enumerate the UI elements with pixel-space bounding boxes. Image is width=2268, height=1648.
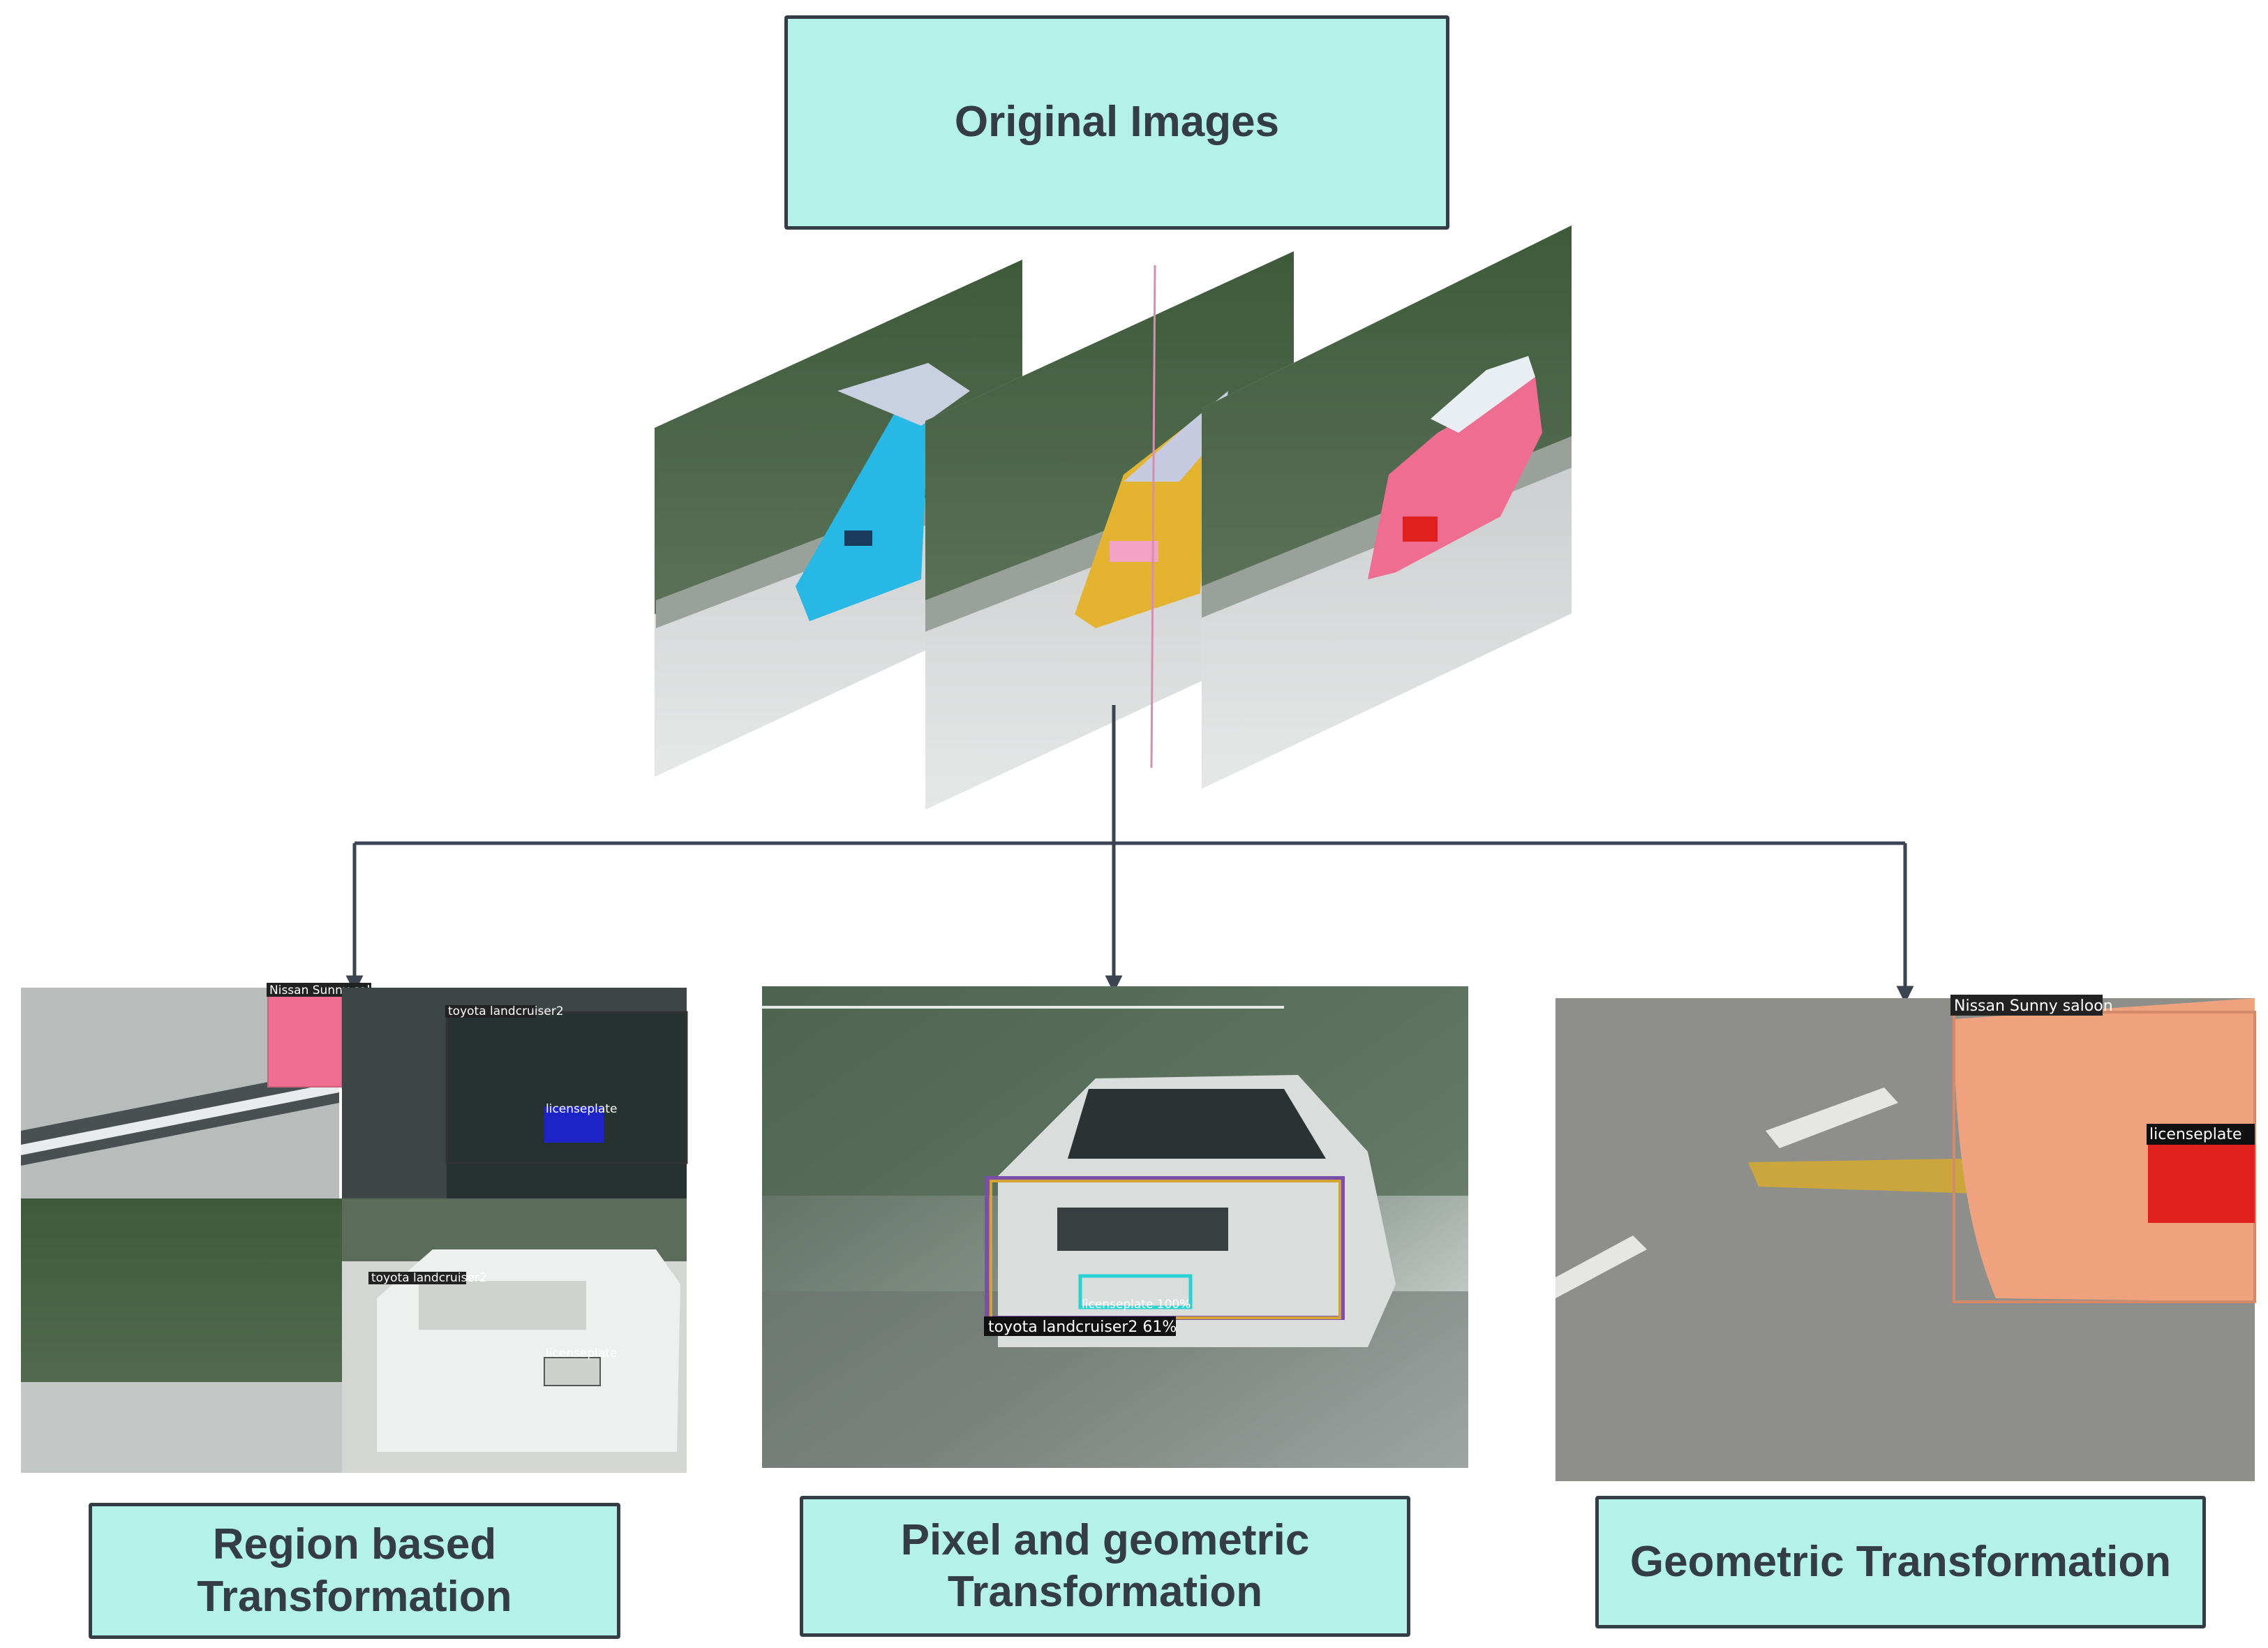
mosaic-car-mask-pink <box>268 988 342 1087</box>
connector-tree <box>345 705 1914 1004</box>
region-label-line2: Transformation <box>197 1572 512 1621</box>
geo-car-label: Nissan Sunny saloon <box>1954 997 2113 1015</box>
original-images-box: Original Images <box>784 15 1449 230</box>
region-label-line1: Region based <box>212 1520 497 1569</box>
pixel-transform-image: toyota landcruiser2 61% licenseplate 100… <box>762 986 1468 1468</box>
geo-car-mask-orange <box>1954 998 2255 1302</box>
geo-plate-label: licenseplate <box>2149 1126 2242 1143</box>
pixel-plate-label: licenseplate 100% <box>1082 1298 1191 1312</box>
mosaic-plate-label-2: licenseplate <box>546 1346 617 1360</box>
original-images-label: Original Images <box>954 98 1280 147</box>
original-image-3 <box>1202 225 1572 789</box>
mosaic-image: Nissan Sunny saloon toyota landcruiser2 … <box>21 983 688 1473</box>
region-based-box: Region based Transformation <box>89 1503 620 1639</box>
pixel-label-line1: Pixel and geometric <box>900 1515 1310 1564</box>
mosaic-label-3: toyota landcruiser2 <box>371 1271 487 1285</box>
car-mask-cyan <box>796 391 928 621</box>
pixel-label-line2: Transformation <box>947 1568 1263 1616</box>
pixel-geometric-box: Pixel and geometric Transformation <box>800 1496 1410 1637</box>
mosaic-label-2: toyota landcruiser2 <box>448 1004 564 1018</box>
pixel-car-label: toyota landcruiser2 61% <box>988 1319 1177 1336</box>
mosaic-plate-label: licenseplate <box>546 1102 617 1116</box>
mosaic-plate-mask-blue <box>544 1106 604 1143</box>
geometric-transform-image: Nissan Sunny saloon licenseplate <box>1555 995 2256 1481</box>
geometric-box: Geometric Transformation <box>1595 1496 2206 1628</box>
geometric-label: Geometric Transformation <box>1629 1537 2172 1586</box>
